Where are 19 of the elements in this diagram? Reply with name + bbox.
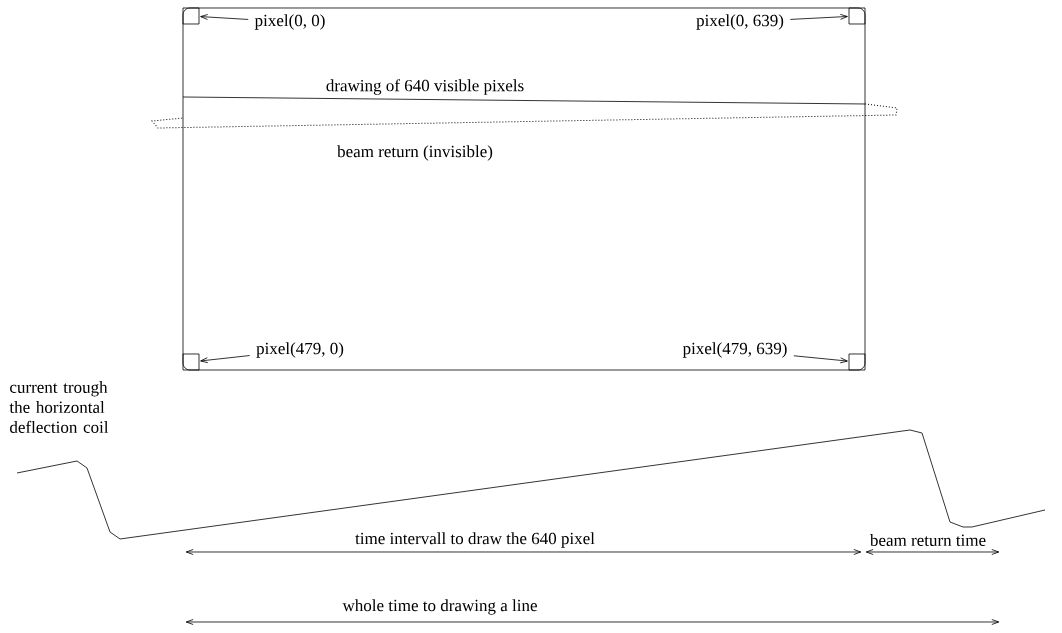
leader-arrow: [200, 14, 249, 20]
pixel-label: pixel(0, 639): [696, 14, 784, 30]
axis-label: current trough the horizontal deflection coil: [9, 381, 109, 433]
dimension-label: whole time to drawing a line: [342, 599, 537, 615]
pixel-label: pixel(479, 639): [682, 342, 787, 358]
corner-mark: [182, 7, 200, 25]
corner-mark: [848, 7, 866, 25]
dimension-label: time intervall to draw the 640 pixel: [355, 532, 595, 548]
pixel-label: pixel(0, 0): [254, 14, 325, 30]
corner-mark: [182, 353, 200, 371]
corner-mark: [848, 353, 866, 371]
screen-frame: [182, 7, 866, 371]
dimension-label: beam return time: [869, 534, 986, 546]
leader-arrow: [789, 13, 848, 20]
pixel-label: pixel(479, 0): [256, 342, 344, 358]
line-label: drawing of 640 visible pixels: [326, 79, 524, 95]
leader-arrow: [793, 355, 848, 364]
leader-arrow: [200, 355, 251, 364]
line-label: beam return (invisible): [337, 145, 493, 161]
